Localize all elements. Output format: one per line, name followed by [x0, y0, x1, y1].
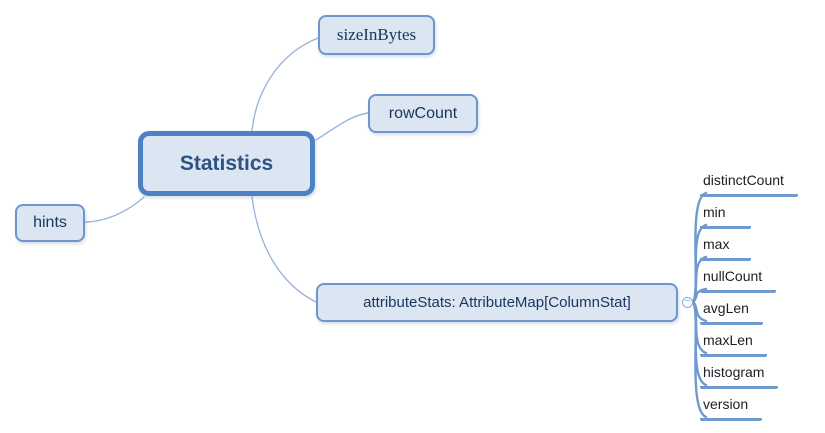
- branch-nullcount: [691, 287, 708, 304]
- node-rowcount[interactable]: rowCount: [368, 94, 478, 133]
- connector-statistics-rowcount: [315, 112, 369, 141]
- leaf-node-avglen[interactable]: avgLen: [700, 299, 763, 325]
- leaf-node-histogram[interactable]: histogram: [700, 363, 779, 389]
- node-attributestats[interactable]: attributeStats: AttributeMap[ColumnStat]: [316, 283, 678, 322]
- node-hints[interactable]: hints: [15, 204, 85, 242]
- leaf-node-distinctcount[interactable]: distinctCount: [700, 171, 798, 197]
- branch-version: [691, 300, 708, 419]
- connector-statistics-hints: [84, 196, 145, 223]
- root-node-statistics[interactable]: Statistics: [138, 131, 315, 196]
- leaf-node-nullcount[interactable]: nullCount: [700, 267, 777, 293]
- node-sizeinbytes[interactable]: sizeInBytes: [318, 15, 435, 55]
- collapse-toggle-icon[interactable]: −: [682, 296, 693, 308]
- leaf-node-min[interactable]: min: [700, 203, 751, 229]
- connector-statistics-attributestats: [251, 196, 317, 303]
- connector-statistics-sizeinbytes: [251, 37, 319, 132]
- leaf-node-max[interactable]: max: [700, 235, 751, 261]
- leaf-node-version[interactable]: version: [700, 395, 763, 421]
- leaf-node-maxlen[interactable]: maxLen: [700, 331, 767, 357]
